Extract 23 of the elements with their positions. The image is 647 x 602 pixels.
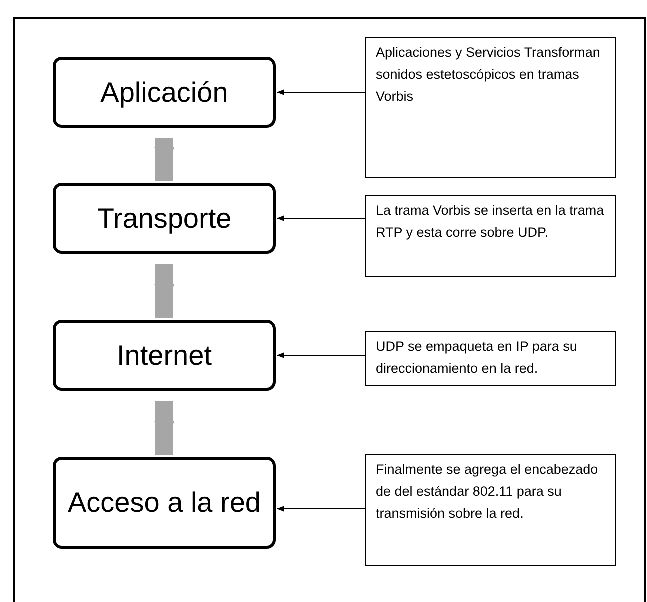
box-text: Acceso a la red <box>68 487 261 519</box>
arrow <box>276 352 366 358</box>
box-text: Internet <box>117 340 212 372</box>
arrow <box>154 401 174 455</box>
layer-box <box>53 57 276 128</box>
box-text: Transporte <box>97 202 232 234</box>
box-text: La trama Vorbis se inserta en la trama RTP y esta corre sobre UDP. <box>376 202 605 242</box>
arrow <box>276 216 366 222</box>
layer-box <box>53 320 276 391</box>
note-box <box>365 195 616 277</box>
note-box <box>365 331 616 386</box>
arrow <box>154 138 174 181</box>
arrow <box>276 506 366 512</box>
layer-box <box>53 457 276 549</box>
arrow <box>154 264 174 318</box>
box-text: Aplicación <box>100 76 228 108</box>
arrow <box>276 90 366 96</box>
note-box <box>365 454 616 566</box>
box-text: UDP se empaqueta en IP para su direccionamiento en la red. <box>376 338 578 378</box>
box-text: Aplicaciones y Servicios Transforman sonidos estetoscópicos en tramas Vorbis <box>376 44 602 106</box>
layer-box <box>53 183 276 254</box>
note-box <box>365 37 616 178</box>
box-text: Finalmente se agrega el encabezado de del estándar 802.11 para su transmisión sobre la red. <box>376 461 600 523</box>
